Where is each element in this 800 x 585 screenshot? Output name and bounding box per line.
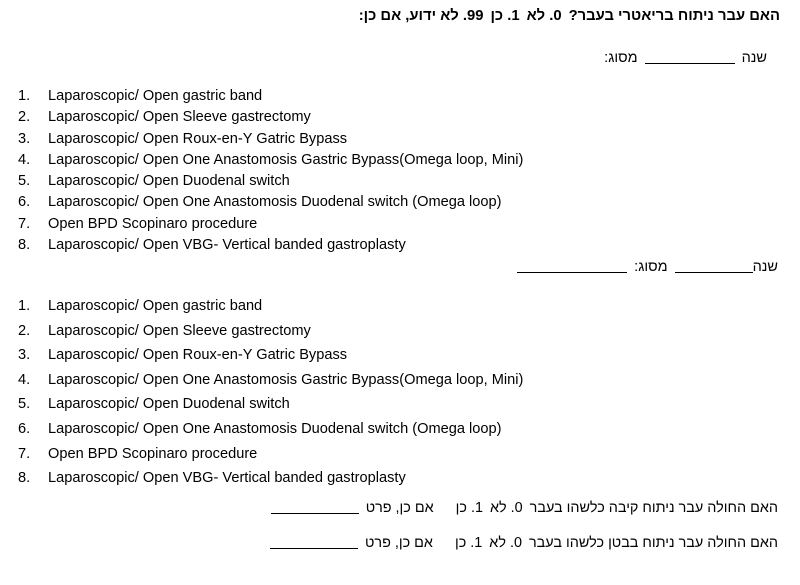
list-item-label: Laparoscopic/ Open Duodenal switch <box>48 173 290 190</box>
footer-abdominal-option-no-label: . לא <box>489 535 514 551</box>
list-item-index: 6. <box>18 420 31 437</box>
list-item[interactable]: 2. Laparoscopic/ Open Sleeve gastrectomy <box>18 319 523 344</box>
procedure-list-two: 1. Laparoscopic/ Open gastric band 2. Lapa… <box>18 294 523 491</box>
list-item[interactable]: 6. Laparoscopic/ Open One Anastomosis Duo… <box>18 192 523 213</box>
header-option-no-code: 0 <box>553 8 562 24</box>
footer-gastric-option-no-code: 0 <box>514 500 523 516</box>
entry-one-year-input[interactable] <box>644 52 735 64</box>
list-item[interactable]: 7. Open BPD Scopinaro procedure <box>18 442 523 467</box>
footer-abdominal-detail-input[interactable] <box>270 537 359 549</box>
footer-gastric-option-no-label: . לא <box>489 500 515 516</box>
list-item-index: 3. <box>18 130 31 147</box>
footer-gastric-option-yes-code: 1 <box>474 500 483 516</box>
list-item-label: Laparoscopic/ Open One Anastomosis Duode… <box>48 420 502 437</box>
header-option-yes-code: 1 <box>511 8 520 24</box>
list-item-label: Laparoscopic/ Open One Anastomosis Gastr… <box>48 151 524 168</box>
list-item-index: 4. <box>18 151 31 168</box>
list-item-index: 3. <box>18 347 31 364</box>
footer-abdominal-option-no-code: 0 <box>513 535 522 551</box>
list-item[interactable]: 2. Laparoscopic/ Open Sleeve gastrectomy <box>18 107 523 128</box>
list-item[interactable]: 4. Laparoscopic/ Open One Anastomosis Gas… <box>18 150 523 171</box>
list-item-label: Open BPD Scopinaro procedure <box>48 445 258 462</box>
list-item-label: Laparoscopic/ Open gastric band <box>48 88 263 104</box>
entry-two-year-label: שנה <box>752 259 778 275</box>
list-item-index: 6. <box>18 194 31 211</box>
header-option-unknown-label: . לא ידוע, אם כן: <box>358 8 467 24</box>
list-item[interactable]: 3. Laparoscopic/ Open Roux-en-Y Gatric By… <box>18 343 523 368</box>
entry-two-type-label: מסוג: <box>634 259 668 275</box>
list-item-label: Laparoscopic/ Open Roux-en-Y Gatric Bypa… <box>48 347 348 364</box>
list-item-label: Open BPD Scopinaro procedure <box>48 215 258 232</box>
list-item[interactable]: 6. Laparoscopic/ Open One Anastomosis Duo… <box>18 417 523 442</box>
list-item-label: Laparoscopic/ Open VBG- Vertical banded … <box>48 237 406 254</box>
list-item-index: 1. <box>18 298 31 314</box>
footer-question-gastric: האם החולה עבר ניתוח קיבה כלשהו בעבר 0. לא… <box>270 500 778 516</box>
list-item-index: 7. <box>18 445 31 462</box>
entry-two-type-input[interactable] <box>517 261 628 273</box>
footer-abdominal-option-yes-label: . כן <box>454 535 475 551</box>
procedure-list-one: 1. Laparoscopic/ Open gastric band 2. Lapa… <box>18 86 523 256</box>
list-item-index: 2. <box>18 109 31 126</box>
list-item-index: 5. <box>18 396 31 413</box>
list-item[interactable]: 3. Laparoscopic/ Open Roux-en-Y Gatric By… <box>18 129 523 150</box>
header-option-no-label: . לא <box>526 8 554 24</box>
entry-one-fields: שנה מסוג: <box>604 49 767 67</box>
list-item-index: 1. <box>18 88 31 104</box>
list-item-index: 2. <box>18 322 31 339</box>
footer-gastric-detail-label: אם כן, פרט <box>365 500 434 516</box>
footer-gastric-detail-input[interactable] <box>270 502 359 514</box>
list-item[interactable]: 4. Laparoscopic/ Open One Anastomosis Gas… <box>18 368 523 393</box>
entry-two-fields: שנה מסוג: <box>517 258 778 276</box>
footer-question-abdominal-text: האם החולה עבר ניתוח בבטן כלשהו בעבר <box>528 535 778 551</box>
list-item-label: Laparoscopic/ Open One Anastomosis Gastr… <box>48 371 524 388</box>
list-item-label: Laparoscopic/ Open Sleeve gastrectomy <box>48 109 311 126</box>
list-item-index: 8. <box>18 470 31 487</box>
list-item-label: Laparoscopic/ Open Duodenal switch <box>48 396 290 413</box>
list-item-index: 4. <box>18 371 31 388</box>
footer-abdominal-detail-label: אם כן, פרט <box>365 535 433 551</box>
list-item[interactable]: 1. Laparoscopic/ Open gastric band <box>18 86 523 107</box>
list-item[interactable]: 8. Laparoscopic/ Open VBG- Vertical bande… <box>18 466 523 491</box>
footer-question-abdominal: האם החולה עבר ניתוח בבטן כלשהו בעבר 0. לא… <box>270 535 778 551</box>
entry-one-year-label: שנה <box>741 50 767 66</box>
header-question: האם עבר ניתוח בריאטרי בעבר? 0. לא 1. כן 99.… <box>20 7 780 25</box>
footer-gastric-option-yes-label: . כן <box>455 500 475 516</box>
entry-two-year-input[interactable] <box>674 261 753 273</box>
list-item[interactable]: 8. Laparoscopic/ Open VBG- Vertical bande… <box>18 235 523 256</box>
list-item-label: Laparoscopic/ Open VBG- Vertical banded … <box>48 470 406 487</box>
list-item[interactable]: 5. Laparoscopic/ Open Duodenal switch <box>18 171 523 192</box>
list-item-label: Laparoscopic/ Open One Anastomosis Duode… <box>48 194 502 211</box>
list-item-index: 7. <box>18 215 31 232</box>
list-item[interactable]: 1. Laparoscopic/ Open gastric band <box>18 294 523 319</box>
footer-question-gastric-text: האם החולה עבר ניתוח קיבה כלשהו בעבר <box>529 500 778 516</box>
footer-abdominal-option-yes-code: 1 <box>474 535 483 551</box>
header-question-text: האם עבר ניתוח בריאטרי בעבר? <box>568 8 780 24</box>
list-item[interactable]: 7. Open BPD Scopinaro procedure <box>18 214 523 235</box>
header-option-unknown-code: 99 <box>466 8 484 24</box>
header-option-yes-label: . כן <box>490 8 512 24</box>
list-item-label: Laparoscopic/ Open Roux-en-Y Gatric Bypa… <box>48 130 348 147</box>
list-item[interactable]: 5. Laparoscopic/ Open Duodenal switch <box>18 392 523 417</box>
list-item-index: 5. <box>18 173 31 190</box>
entry-one-type-label: מסוג: <box>604 50 638 66</box>
list-item-label: Laparoscopic/ Open gastric band <box>48 298 263 314</box>
list-item-index: 8. <box>18 237 31 254</box>
list-item-label: Laparoscopic/ Open Sleeve gastrectomy <box>48 322 311 339</box>
